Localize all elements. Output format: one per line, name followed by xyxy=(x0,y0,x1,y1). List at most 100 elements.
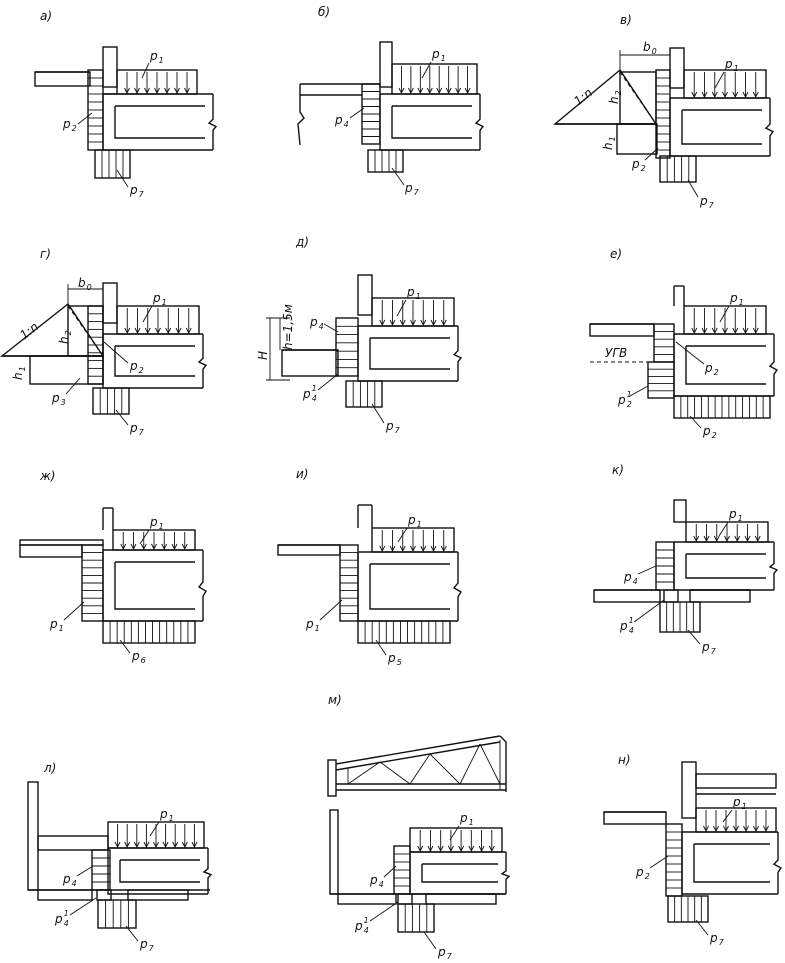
truss-web xyxy=(379,761,411,785)
load-arrowhead xyxy=(713,535,720,543)
load-diagram-p1 xyxy=(683,69,767,99)
truss-top-chord xyxy=(335,735,501,765)
pressure-label: p2 xyxy=(704,361,719,377)
wall-hatch xyxy=(27,781,39,891)
panel-caption: в) xyxy=(620,13,632,27)
wall-outer xyxy=(681,832,778,895)
pressure-label: p1 xyxy=(732,795,747,811)
leader-line xyxy=(69,897,97,916)
load-arrowhead xyxy=(691,327,698,335)
leader-line xyxy=(633,599,665,623)
load-outline xyxy=(655,69,671,159)
wall-hatch xyxy=(673,499,687,523)
pressure-label: p7 xyxy=(129,421,145,437)
pressure-label: p6 xyxy=(131,649,146,665)
load-arrowhead xyxy=(458,845,465,853)
roof-truss xyxy=(327,735,507,797)
dimension-label: h=1,5м xyxy=(281,304,295,350)
panel-caption: е) xyxy=(610,247,622,261)
wall-outer xyxy=(102,550,203,622)
load-arrowhead xyxy=(389,545,396,553)
load-arrowhead xyxy=(184,87,190,95)
dimension-label: h2 xyxy=(607,90,623,104)
pressure-label: p7 xyxy=(709,931,725,947)
wall-hatch xyxy=(102,46,118,88)
pressure-label: p1 xyxy=(459,811,474,827)
truss-top-chord xyxy=(335,741,501,771)
pressure-label: p2 xyxy=(129,359,144,375)
load-diagram-p1-lateral xyxy=(81,544,104,622)
load-outline xyxy=(102,620,196,644)
truss-web xyxy=(347,761,381,785)
load-diagram-p1 xyxy=(112,529,196,551)
load-arrowhead xyxy=(114,841,121,849)
structure-body xyxy=(379,93,485,151)
load-arrowhead xyxy=(763,825,769,833)
load-diagram-p4 xyxy=(335,317,359,377)
leader-line xyxy=(369,901,399,922)
load-arrowhead xyxy=(445,87,452,95)
load-arrowhead xyxy=(134,87,140,95)
leader-line xyxy=(714,71,725,89)
load-arrowhead xyxy=(711,327,718,335)
pressure-label: p4 xyxy=(623,570,638,586)
load-arrowhead xyxy=(713,825,719,833)
load-diagram-p5 xyxy=(357,620,451,644)
load-arrowhead xyxy=(703,825,709,833)
soil-hatch xyxy=(281,349,339,377)
load-diagram-p7 xyxy=(367,149,404,173)
pressure-label: p7 xyxy=(385,419,401,435)
leader-line xyxy=(637,565,657,575)
break-line xyxy=(474,94,485,150)
structure-body xyxy=(107,847,213,895)
load-arrowhead xyxy=(144,87,150,95)
wall-inner xyxy=(685,554,766,579)
leader-line xyxy=(319,599,343,621)
load-arrowhead xyxy=(754,535,761,543)
groundwater-label: УГВ xyxy=(605,346,627,360)
load-arrowhead xyxy=(165,327,172,335)
leader-line xyxy=(65,377,81,395)
pressure-label: p1 xyxy=(728,507,743,523)
dimension-label: b0 xyxy=(78,276,92,292)
load-diagram-p4 xyxy=(655,541,675,591)
load-arrowhead xyxy=(743,825,749,833)
soil-hatch xyxy=(603,811,667,825)
load-arrowhead xyxy=(174,87,180,95)
load-arrowhead xyxy=(144,327,151,335)
leader-line xyxy=(718,521,729,537)
load-outline xyxy=(92,387,130,415)
leader-line xyxy=(687,629,701,645)
load-arrowhead xyxy=(417,845,424,853)
load-outline xyxy=(653,323,675,363)
wall-hatch xyxy=(669,47,685,89)
load-diagram-p1 xyxy=(695,807,777,833)
load-arrowhead xyxy=(468,845,475,853)
leader-line xyxy=(76,865,94,877)
wall-inner xyxy=(114,106,205,139)
leader-line xyxy=(371,403,385,424)
load-arrowhead xyxy=(161,543,168,551)
load-arrowhead xyxy=(140,543,147,551)
wall-hatch xyxy=(102,282,118,324)
load-diagram-p7 xyxy=(659,601,701,633)
break-line xyxy=(297,84,305,146)
load-outline xyxy=(367,149,404,173)
break-line xyxy=(207,94,218,150)
load-arrowhead xyxy=(440,545,447,553)
structure-body xyxy=(357,551,462,622)
load-arrowhead xyxy=(447,845,454,853)
load-outline xyxy=(647,361,675,399)
leader-line xyxy=(317,373,339,391)
break-line xyxy=(768,334,779,396)
load-diagram-p7 xyxy=(92,387,130,415)
load-arrowhead xyxy=(379,319,386,327)
load-arrowhead xyxy=(744,535,751,543)
panel-caption: а) xyxy=(40,9,52,23)
